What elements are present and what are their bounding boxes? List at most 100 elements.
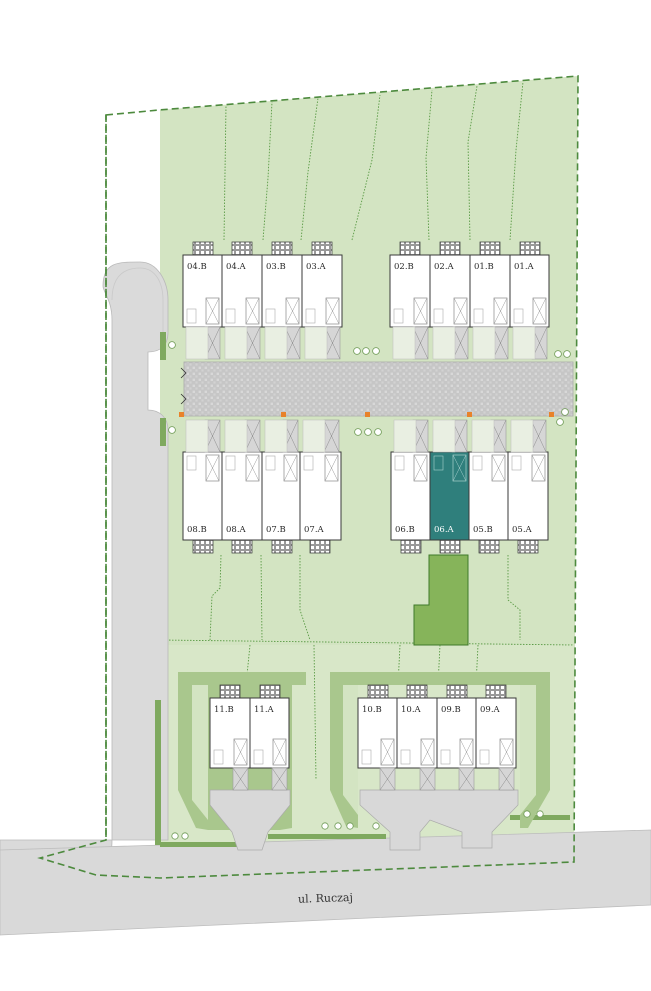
unit-walkway [472,326,496,360]
unit-garage [245,454,260,482]
unit-footprint [475,697,517,769]
unit-footprint [221,254,263,328]
courtyard-paving [183,361,574,417]
unit-terrace [192,539,214,554]
unit-terrace [231,539,253,554]
unit-11B[interactable]: 11.B [209,684,251,791]
unit-garage [413,454,428,482]
unit-terrace [399,241,421,256]
unit-footprint [389,254,431,328]
unit-door [511,455,522,471]
unit-door [265,308,276,324]
unit-02A[interactable]: 02.A [429,241,471,360]
garden-06A[interactable] [413,554,469,646]
unit-garage [380,738,395,766]
unit-label: 06.A [434,525,455,535]
unit-04B[interactable]: 04.B [182,241,223,360]
unit-door [361,749,372,765]
shrubs [168,341,571,840]
unit-terrace [439,539,461,554]
access-road [0,261,169,869]
unit-garage [531,454,546,482]
unit-footprint [509,254,550,328]
unit-garage [453,297,468,325]
unit-label: 07.A [304,525,325,535]
unit-door [440,749,451,765]
unit-door [186,308,197,324]
unit-garage [283,454,298,482]
unit-footprint [396,697,438,769]
unit-06A[interactable]: 06.A [429,419,470,554]
unit-footprint [436,697,477,769]
unit-07B[interactable]: 07.B [261,419,301,554]
unit-10A[interactable]: 10.A [396,684,438,791]
unit-label: 02.A [434,262,455,272]
unit-walkway [264,419,288,453]
unit-04A[interactable]: 04.A [221,241,263,360]
unit-door [253,749,264,765]
unit-03A[interactable]: 03.A [301,241,343,360]
unit-footprint [390,451,431,541]
unit-03B[interactable]: 03.B [261,241,303,360]
unit-terrace [271,241,293,256]
unit-walkway [432,419,456,453]
unit-garage [233,738,248,766]
unit-11A[interactable]: 11.A [249,684,290,791]
unit-footprint [261,451,301,541]
unit-walkway [224,419,248,453]
unit-label: 07.B [266,525,286,535]
unit-09B[interactable]: 09.B [436,684,477,791]
unit-terrace [446,684,468,699]
unit-08B[interactable]: 08.B [182,419,223,554]
unit-label: 04.B [187,262,207,272]
unit-walkway [185,326,209,360]
unit-door [305,308,316,324]
unit-label: 03.A [306,262,327,272]
unit-08A[interactable]: 08.A [221,419,263,554]
street-label: ul. Ruczaj [298,891,353,906]
unit-07A[interactable]: 07.A [299,419,342,554]
unit-walkway [432,326,456,360]
unit-footprint [221,451,263,541]
unit-terrace [219,684,241,699]
unit-garage [205,297,220,325]
unit-door [225,308,236,324]
unit-door [303,455,314,471]
unit-walkway [392,326,416,360]
unit-garage [499,738,514,766]
unit-garage [491,454,506,482]
unit-garage [324,454,339,482]
unit-10B[interactable]: 10.B [357,684,398,791]
unit-walkway [304,326,328,360]
unit-footprint [507,451,549,541]
unit-label: 04.A [226,262,247,272]
unit-walkway [302,419,326,453]
unit-terrace [478,539,500,554]
unit-05B[interactable]: 05.B [468,419,509,554]
unit-label: 09.A [480,705,501,715]
unit-01A[interactable]: 01.A [509,241,550,360]
unit-label: 05.A [512,525,533,535]
unit-terrace [231,241,253,256]
unit-garage [325,297,340,325]
unit-label: 02.B [394,262,414,272]
unit-02B[interactable]: 02.B [389,241,431,360]
gate-marks [180,367,187,405]
unit-terrace [517,539,539,554]
unit-garage [285,297,300,325]
unit-footprint [261,254,303,328]
unit-door [265,455,276,471]
unit-label: 03.B [266,262,286,272]
unit-footprint [209,697,251,769]
unit-09A[interactable]: 09.A [475,684,517,791]
south-driveways [209,789,519,851]
unit-terrace [400,539,422,554]
unit-footprint [429,451,470,541]
unit-footprint [429,254,471,328]
unit-05A[interactable]: 05.A [507,419,549,554]
unit-door [225,455,236,471]
unit-garage [532,297,547,325]
unit-01B[interactable]: 01.B [469,241,511,360]
unit-06B[interactable]: 06.B [390,419,431,554]
